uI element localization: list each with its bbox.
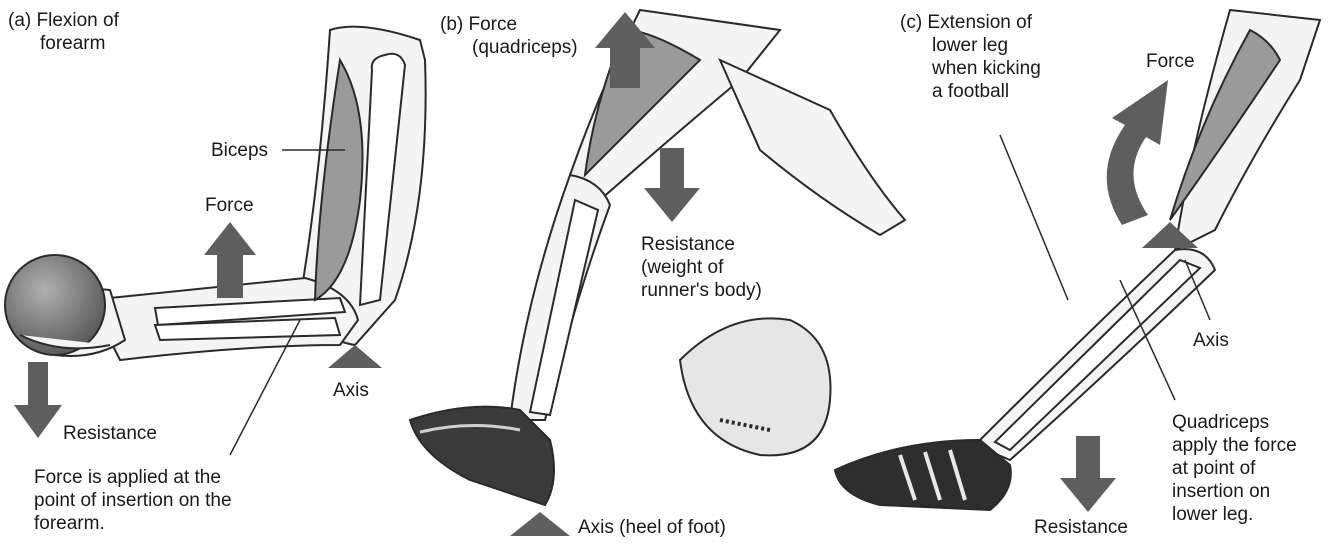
panel-b-title-line: (quadriceps) [440, 36, 578, 59]
panel-a-title: (a) Flexion of forearm [8, 9, 119, 55]
panel-c-title-line: when kicking [900, 57, 1041, 80]
note-line: forearm. [34, 512, 232, 535]
panel-a-title-line: forearm [8, 32, 119, 55]
axis-label-b: Axis (heel of foot) [578, 516, 726, 539]
axis-triangle-icon [328, 345, 382, 368]
note-line: point of insertion on the [34, 489, 232, 512]
note-line: Quadriceps [1172, 411, 1297, 434]
note-line: Force is applied at the [34, 466, 232, 489]
resistance-line: runner's body) [641, 279, 762, 302]
resistance-label-a: Resistance [63, 422, 157, 445]
note-line: at point of [1172, 457, 1297, 480]
resistance-line: (weight of [641, 256, 762, 279]
insertion-note-a: Force is applied at the point of inserti… [34, 466, 232, 535]
panel-b-title-line: (b) Force [440, 13, 578, 36]
panel-a-title-line: (a) Flexion of [8, 9, 119, 32]
biceps-label: Biceps [211, 139, 268, 162]
football-icon [680, 318, 831, 455]
axis-label-a: Axis [333, 379, 369, 402]
panel-c-title-line: lower leg [900, 34, 1041, 57]
resistance-line: Resistance [641, 233, 762, 256]
resistance-label-c: Resistance [1034, 516, 1128, 539]
note-line: apply the force [1172, 434, 1297, 457]
note-line: lower leg. [1172, 503, 1297, 526]
football-boot-icon [835, 440, 1011, 510]
resistance-arrow-down-icon [1060, 436, 1116, 512]
note-line: insertion on [1172, 480, 1297, 503]
extension-leader-line [1000, 135, 1068, 300]
axis-label-c: Axis [1193, 329, 1229, 352]
panel-c-title-line: a football [900, 80, 1041, 103]
panel-b-title: (b) Force (quadriceps) [440, 13, 578, 59]
resistance-arrow-down-icon [14, 362, 62, 438]
curved-force-arrow-icon [1107, 80, 1168, 225]
quadriceps-note-c: Quadriceps apply the force at point of i… [1172, 411, 1297, 526]
force-label-c: Force [1146, 50, 1195, 73]
resistance-label-b: Resistance (weight of runner's body) [641, 233, 762, 302]
running-shoe-icon [410, 407, 554, 505]
resistance-arrow-down-icon [644, 148, 700, 222]
axis-triangle-icon [510, 512, 570, 536]
panel-c-title: (c) Extension of lower leg when kicking … [900, 11, 1041, 103]
force-label-a: Force [205, 194, 254, 217]
panel-c-title-line: (c) Extension of [900, 11, 1041, 34]
